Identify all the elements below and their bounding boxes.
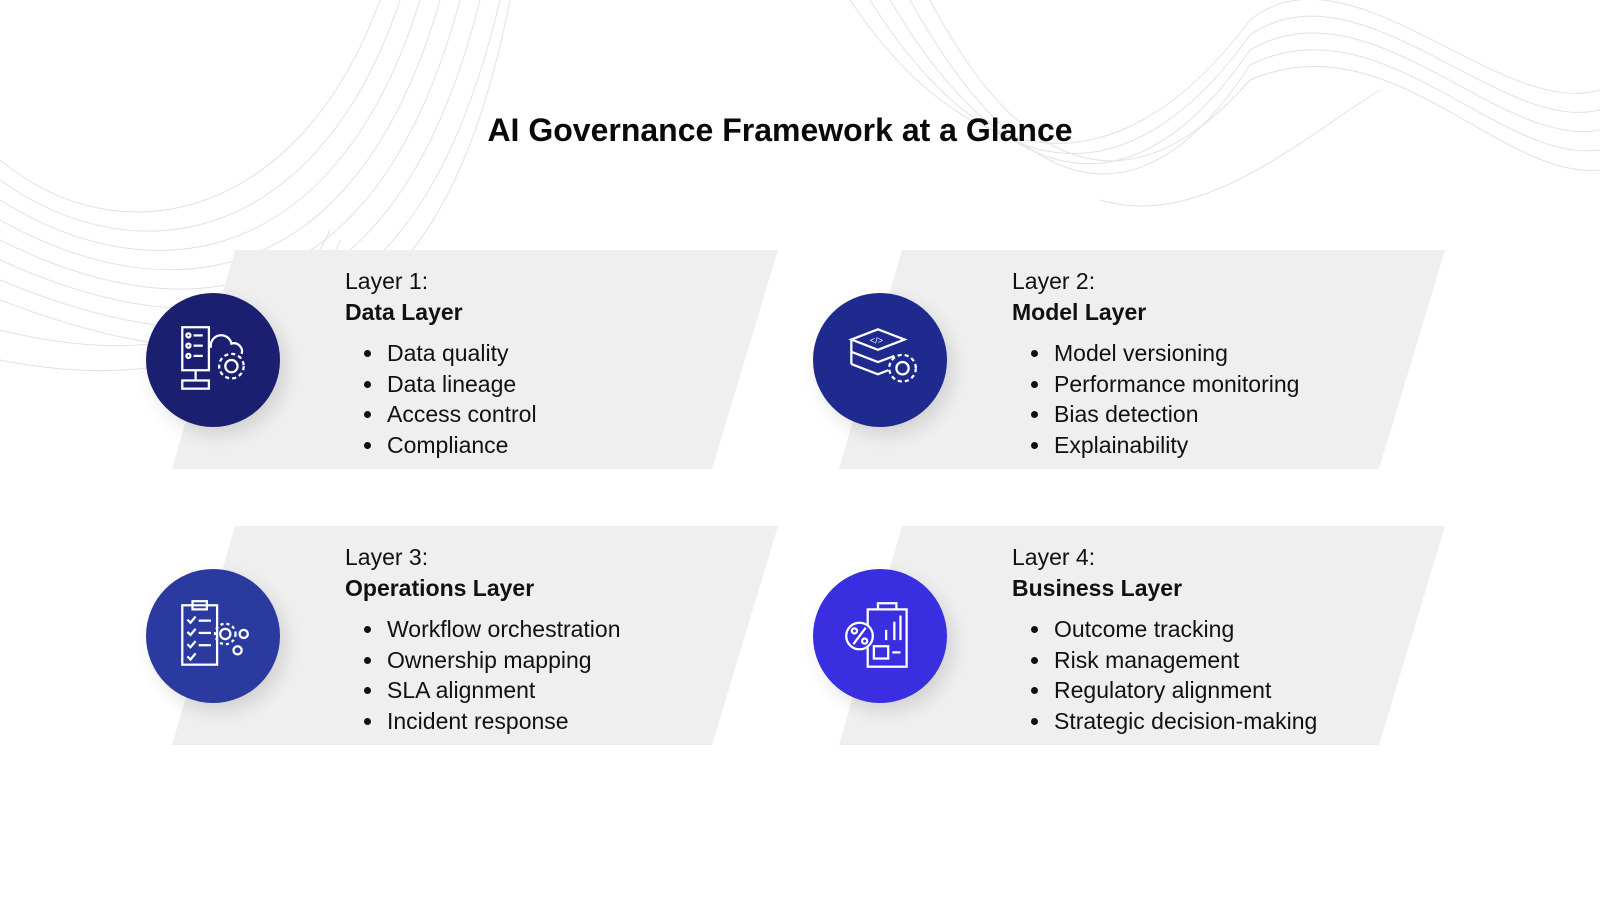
page-title: AI Governance Framework at a Glance [487, 112, 1073, 148]
layer-item: Risk management [1052, 645, 1317, 676]
stacked-layers-code-gear-icon: </> [848, 328, 917, 383]
layer-item: Compliance [385, 430, 537, 461]
layer-name: Business Layer [1012, 575, 1183, 601]
layer-items-list: Model versioningPerformance monitoringBi… [1012, 338, 1299, 460]
layer-card-2: </> Layer 2: Model Layer Model versionin… [813, 250, 1445, 469]
layer-item: Model versioning [1052, 338, 1299, 369]
clipboard-checklist-gears-icon [181, 600, 249, 666]
layer-name: Data Layer [345, 299, 463, 325]
layer-items-list: Workflow orchestrationOwnership mappingS… [345, 614, 621, 736]
svg-text:</>: </> [870, 336, 883, 346]
layer-item: Outcome tracking [1052, 614, 1317, 645]
layer-item: Workflow orchestration [385, 614, 621, 645]
layer-name: Model Layer [1012, 299, 1147, 325]
layer-item: Access control [385, 399, 537, 430]
layer-icon-circle: </> [813, 293, 947, 427]
layer-item: SLA alignment [385, 675, 621, 706]
layer-item: Data quality [385, 338, 537, 369]
layer-item: Strategic decision-making [1052, 706, 1317, 737]
layer-item: Data lineage [385, 369, 537, 400]
layer-item: Bias detection [1052, 399, 1299, 430]
layer-items-list: Data qualityData lineageAccess controlCo… [345, 338, 537, 460]
layer-number: Layer 2: [1012, 268, 1096, 294]
layer-number: Layer 4: [1012, 544, 1096, 570]
layer-item: Performance monitoring [1052, 369, 1299, 400]
server-cloud-gear-icon [181, 326, 245, 390]
layer-name: Operations Layer [345, 575, 535, 601]
layer-icon-circle [146, 569, 280, 703]
layer-card-3: Layer 3: Operations Layer Workflow orche… [146, 526, 778, 745]
layer-item: Regulatory alignment [1052, 675, 1317, 706]
layer-item: Incident response [385, 706, 621, 737]
layer-number: Layer 1: [345, 268, 429, 294]
layer-icon-circle [813, 569, 947, 703]
layer-icon-circle [146, 293, 280, 427]
layer-card-1: Layer 1: Data Layer Data qualityData lin… [146, 250, 778, 469]
layer-number: Layer 3: [345, 544, 429, 570]
clipboard-chart-percent-icon [845, 602, 908, 668]
layer-item: Explainability [1052, 430, 1299, 461]
layer-item: Ownership mapping [385, 645, 621, 676]
layer-items-list: Outcome trackingRisk managementRegulator… [1012, 614, 1317, 736]
layer-card-4: Layer 4: Business Layer Outcome tracking… [813, 526, 1445, 745]
